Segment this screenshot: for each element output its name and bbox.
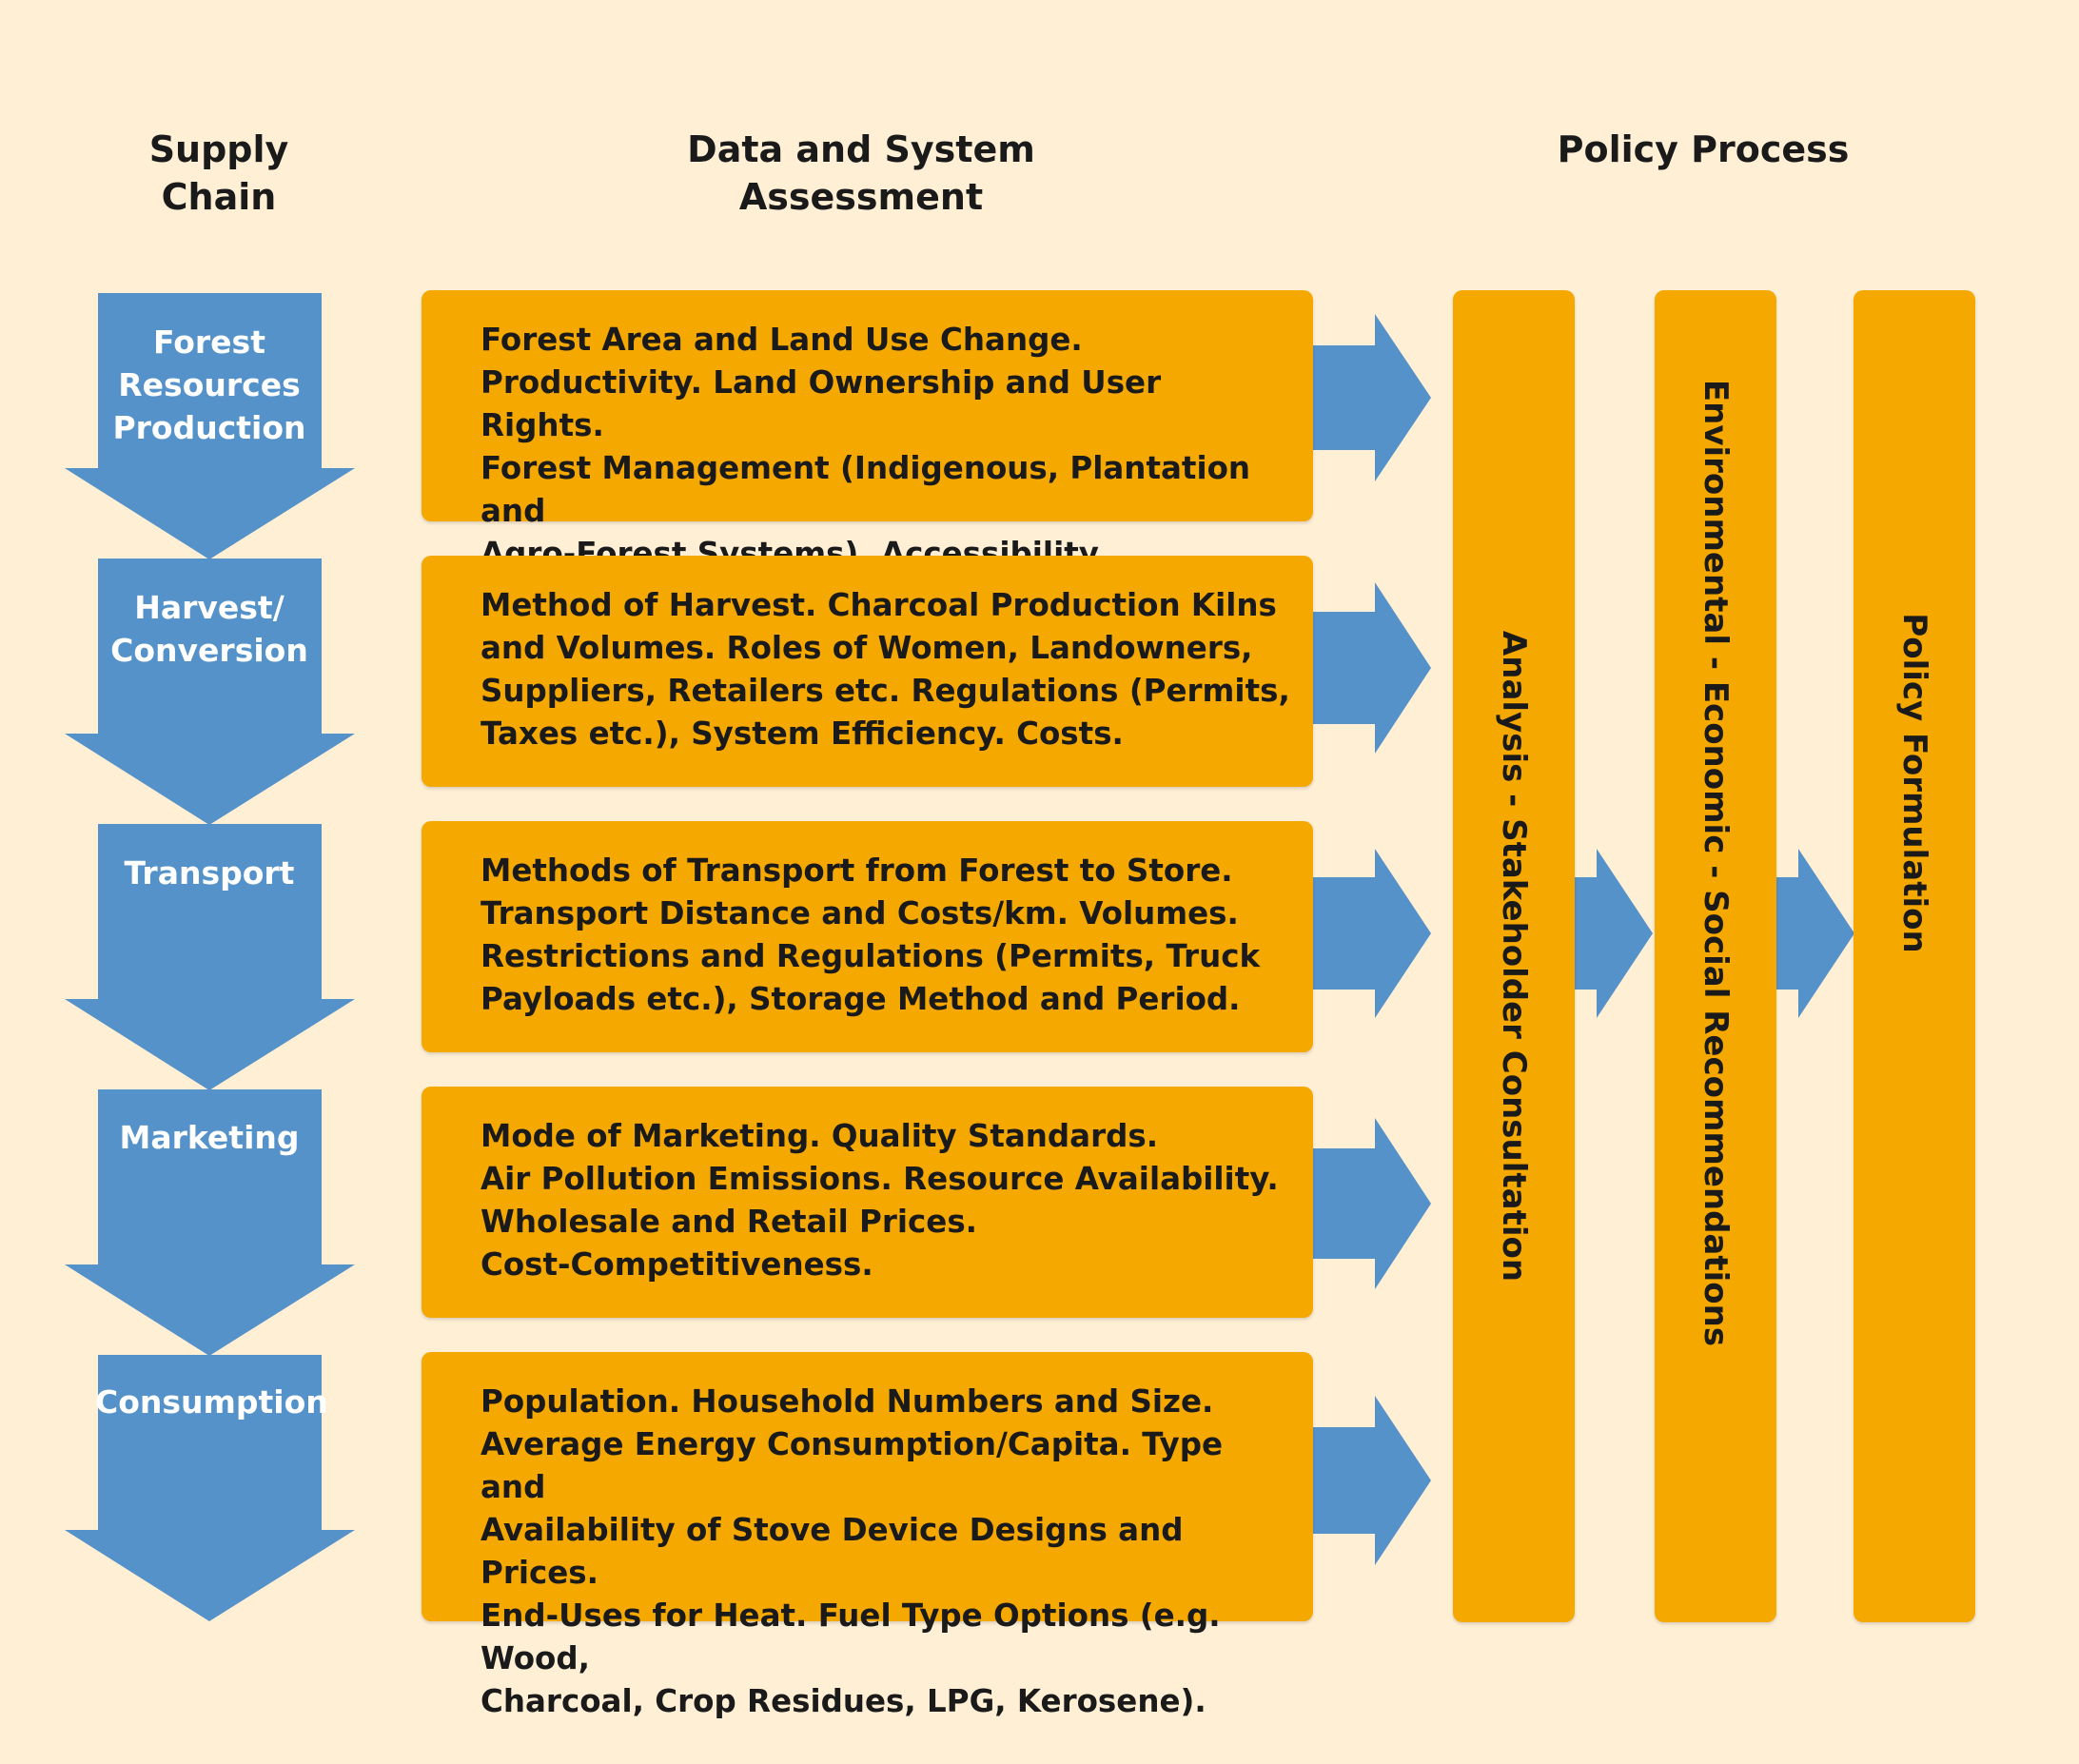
header-supply-chain: Supply Chain	[148, 128, 289, 218]
header-data-assessment: Data and System Assessment	[687, 128, 1035, 218]
supply-chain-label-marketing: Marketing	[119, 1119, 300, 1156]
down-arrow-transport	[65, 824, 355, 1090]
assessment-text-transport: Methods of Transport from Forest to Stor…	[481, 853, 1261, 1017]
down-arrow-marketing	[65, 1089, 355, 1356]
supply-chain-label-transport: Transport	[124, 854, 295, 892]
right-arrow-3	[1311, 849, 1431, 1018]
supply-chain-label-forest: Forest Resources Production	[112, 323, 306, 446]
policy-formulation-label: Policy Formulation	[1895, 613, 1933, 953]
assessment-box-transport: Methods of Transport from Forest to Stor…	[422, 821, 1313, 1052]
assessment-box-harvest: Method of Harvest. Charcoal Production K…	[422, 556, 1313, 787]
right-arrow-recommendations-to-formulation	[1775, 849, 1854, 1018]
policy-column-analysis: Analysis - Stakeholder Consultation	[1453, 290, 1575, 1622]
policy-column-recommendations: Environmental - Economic - Social Recomm…	[1655, 290, 1776, 1622]
header-policy-process: Policy Process	[1557, 128, 1850, 170]
right-arrow-2	[1311, 582, 1431, 754]
policy-column-formulation: Policy Formulation	[1853, 290, 1975, 1622]
policy-analysis-label: Analysis - Stakeholder Consultation	[1495, 630, 1533, 1283]
assessment-box-consumption: Population. Household Numbers and Size. …	[422, 1352, 1313, 1719]
right-arrow-analysis-to-recommendations	[1574, 849, 1653, 1018]
supply-chain-label-consumption: Consumption	[95, 1383, 328, 1421]
assessment-text-consumption: Population. Household Numbers and Size. …	[481, 1383, 1224, 1719]
right-arrow-4	[1311, 1118, 1431, 1289]
assessment-text-harvest: Method of Harvest. Charcoal Production K…	[481, 587, 1290, 752]
down-arrow-harvest	[65, 559, 355, 825]
down-arrow-forest	[65, 293, 355, 559]
assessment-text-forest: Forest Area and Land Use Change. Product…	[481, 322, 1251, 572]
assessment-box-marketing: Mode of Marketing. Quality Standards. Ai…	[422, 1087, 1313, 1318]
supply-chain-label-harvest: Harvest/ Conversion	[110, 589, 308, 669]
right-arrow-5	[1311, 1396, 1431, 1565]
right-arrow-1	[1311, 314, 1431, 481]
assessment-box-forest: Forest Area and Land Use Change. Product…	[422, 290, 1313, 572]
policy-recommendations-label: Environmental - Economic - Social Recomm…	[1697, 379, 1735, 1347]
assessment-text-marketing: Mode of Marketing. Quality Standards. Ai…	[481, 1118, 1279, 1283]
down-arrow-consumption	[65, 1355, 355, 1621]
